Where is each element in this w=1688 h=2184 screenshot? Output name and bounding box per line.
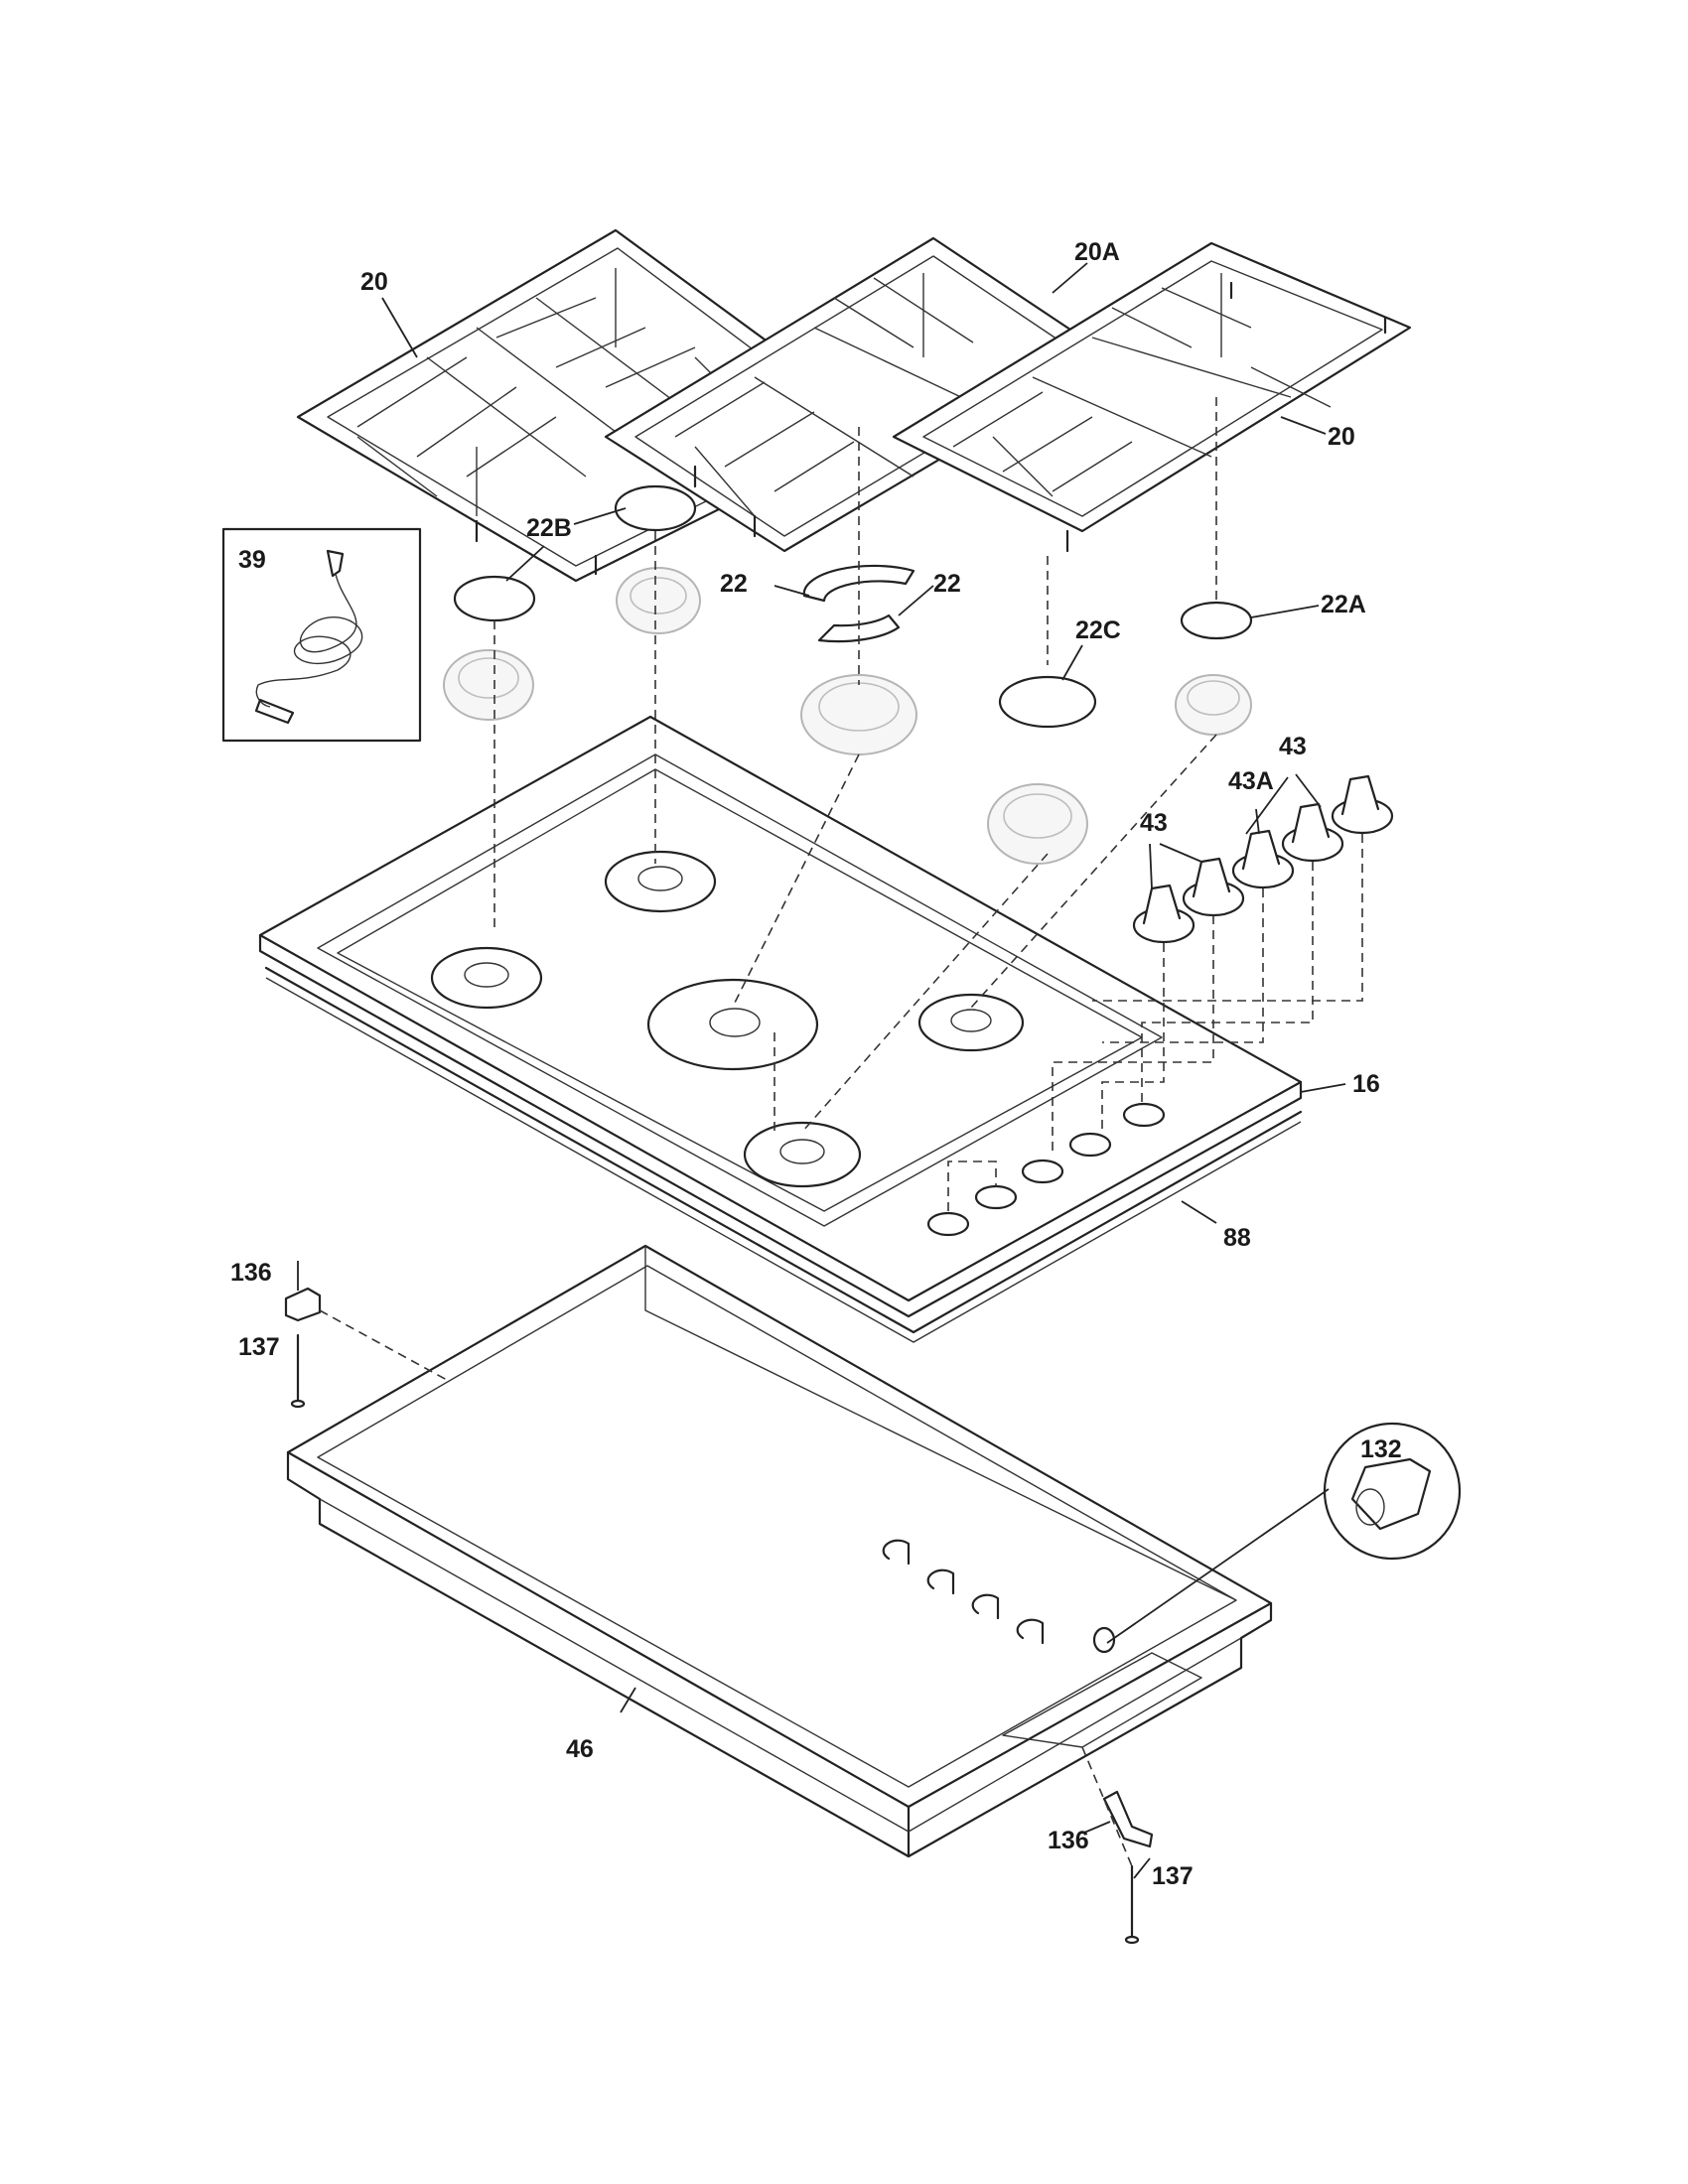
- assembly-lines: [319, 397, 1363, 1867]
- label-cap-22c: 22C: [1075, 616, 1121, 644]
- label-cap-22-left: 22: [720, 570, 748, 598]
- label-bracket-right: 136: [1048, 1827, 1089, 1854]
- label-knobs-left: 43: [1140, 809, 1168, 837]
- label-grate-right: 20: [1328, 423, 1355, 451]
- knob-1: [1132, 884, 1196, 944]
- cooktop: [258, 715, 1303, 1318]
- burner-cap-22-ring-top: [802, 564, 915, 603]
- grate-center: [604, 236, 1114, 553]
- screw-left: [290, 1333, 306, 1409]
- igniter-detail: [1106, 1422, 1462, 1644]
- leader-lines: [297, 262, 1346, 1879]
- label-gasket: 88: [1223, 1224, 1251, 1252]
- burner-cap-22b-lower: [453, 575, 536, 622]
- label-knob-43a: 43A: [1228, 767, 1274, 795]
- label-screw-right: 137: [1152, 1862, 1194, 1890]
- label-cap-22a: 22A: [1321, 591, 1366, 618]
- bracket-left: [284, 1287, 322, 1322]
- label-igniter: 132: [1360, 1435, 1402, 1463]
- gasket: [264, 966, 1303, 1334]
- knob-4: [1281, 802, 1344, 863]
- bracket-right: [1102, 1790, 1154, 1848]
- knob-43a: [1231, 829, 1295, 889]
- burner-heads-ghosted: [443, 567, 1252, 865]
- knob-5: [1331, 774, 1394, 835]
- label-cooktop: 16: [1352, 1070, 1380, 1098]
- gasket-inner: [265, 977, 1302, 1343]
- burner-cap-22b-upper: [614, 484, 697, 532]
- label-bracket-left: 136: [230, 1259, 272, 1287]
- label-grate-left: 20: [360, 268, 388, 296]
- power-cord-inset: [221, 527, 422, 743]
- label-power-cord: 39: [238, 546, 266, 574]
- label-knobs-right: 43: [1279, 733, 1307, 760]
- burner-cap-22a: [1180, 601, 1253, 640]
- label-burner-box: 46: [566, 1735, 594, 1763]
- burner-cap-22c: [998, 675, 1097, 729]
- grate-right: [892, 241, 1412, 553]
- label-grate-center: 20A: [1074, 238, 1120, 266]
- control-knobs: [1132, 774, 1394, 944]
- label-cap-22b: 22B: [526, 514, 572, 542]
- label-cap-22-right: 22: [933, 570, 961, 598]
- burner-box: [286, 1244, 1273, 1858]
- label-screw-left: 137: [238, 1333, 280, 1361]
- screw-right: [1124, 1864, 1140, 1945]
